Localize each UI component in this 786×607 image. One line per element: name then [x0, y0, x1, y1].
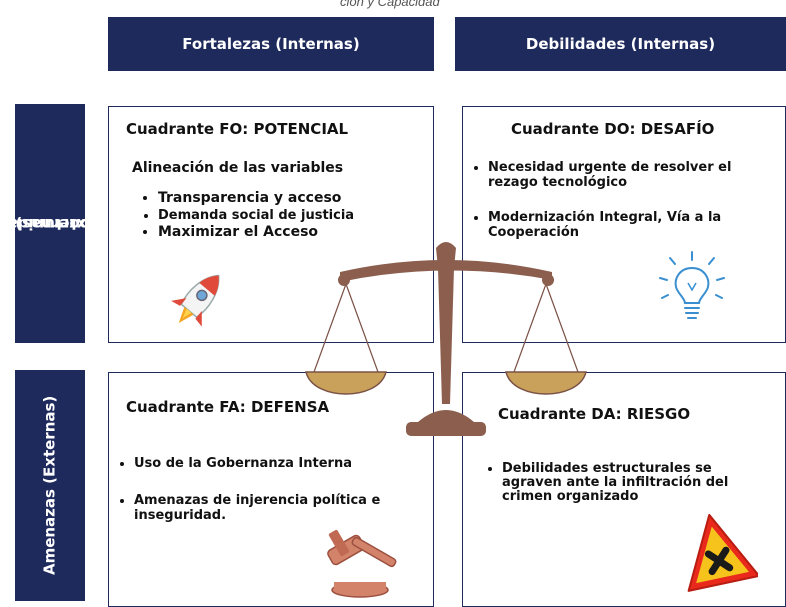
balance-scale-icon [305, 242, 587, 436]
lightbulb-icon [659, 251, 725, 319]
list-item: Amenazas de injerencia política e insegu… [134, 493, 380, 523]
fo-title: Cuadrante FO: POTENCIAL [126, 120, 349, 138]
da-title: Cuadrante DA: RIESGO [498, 405, 691, 423]
do-title: Cuadrante DO: DESAFÍO [511, 120, 715, 138]
fo-subtitle: Alineación de las variables [132, 160, 344, 176]
list-item: Maximizar el Acceso [158, 224, 354, 241]
fa-title: Cuadrante FA: DEFENSA [126, 398, 330, 416]
side-amenazas: Amenazas (Externas) [15, 370, 85, 601]
side-oportunidades: Oportunidades (Externas) [0, 104, 103, 343]
header-debilidades-label: Debilidades (Internas) [525, 35, 716, 53]
list-item: Demanda social de justicia [158, 207, 354, 224]
fo-list: Transparencia y acceso Demanda social de… [140, 190, 354, 241]
quadrant-do [462, 106, 786, 343]
do-list: Necesidad urgente de resolver el rezago … [470, 160, 731, 240]
da-list: Debilidades estructurales se agraven ant… [484, 462, 728, 504]
side-amenazas-label: Amenazas (Externas) [40, 395, 59, 576]
rocket-icon [171, 274, 220, 327]
side-oportunidades-line2: (Externas) [15, 214, 104, 233]
header-debilidades: Debilidades (Internas) [455, 17, 786, 71]
list-item: Necesidad urgente de resolver el rezago … [488, 160, 731, 190]
quadrant-fo [108, 106, 434, 343]
top-cut-text: ción y Capacidad [340, 0, 440, 9]
list-item: Transparencia y acceso [158, 190, 354, 207]
fa-list: Uso de la Gobernanza Interna Amenazas de… [116, 456, 380, 523]
list-item: Modernización Integral, Vía a la Coopera… [488, 210, 731, 240]
header-fortalezas: Fortalezas (Internas) [108, 17, 434, 71]
list-item: Uso de la Gobernanza Interna [134, 456, 380, 471]
gavel-icon [327, 529, 397, 598]
list-item: Debilidades estructurales se agraven ant… [502, 462, 728, 504]
header-fortalezas-label: Fortalezas (Internas) [182, 35, 360, 53]
warning-sign-icon [687, 513, 758, 592]
